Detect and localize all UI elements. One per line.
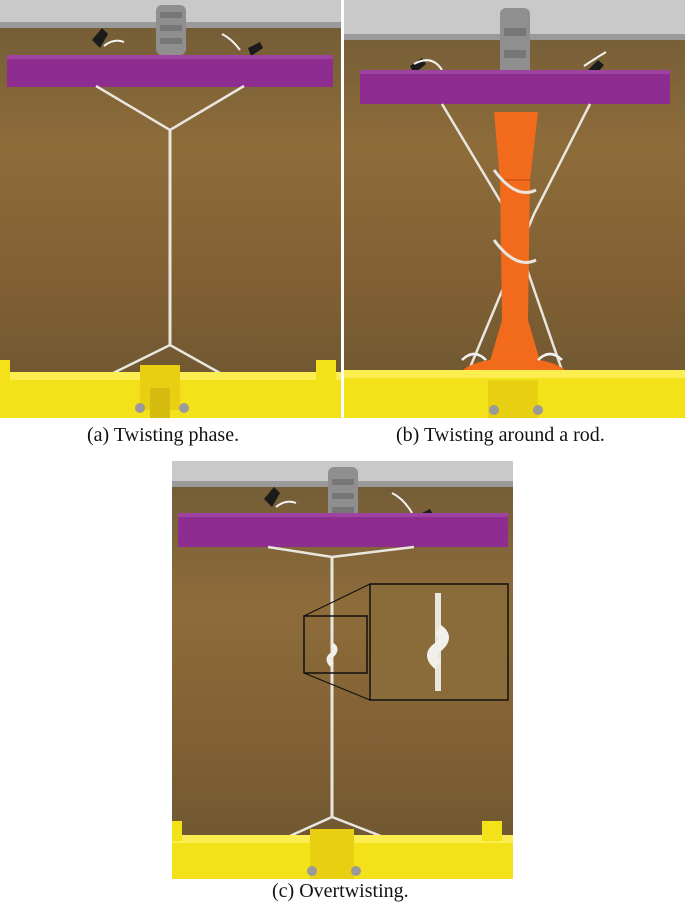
caption-b: (b) Twisting around a rod.: [396, 424, 605, 446]
panel-c-photo: [172, 461, 513, 879]
caption-c: (c) Overtwisting.: [272, 880, 409, 902]
panel-a-photo: [0, 0, 341, 418]
caption-a: (a) Twisting phase.: [87, 424, 240, 446]
panel-c-image: [172, 461, 513, 879]
panel-b-photo: [344, 0, 685, 418]
panel-a-image: [0, 0, 341, 418]
panel-b-image: [344, 0, 685, 418]
